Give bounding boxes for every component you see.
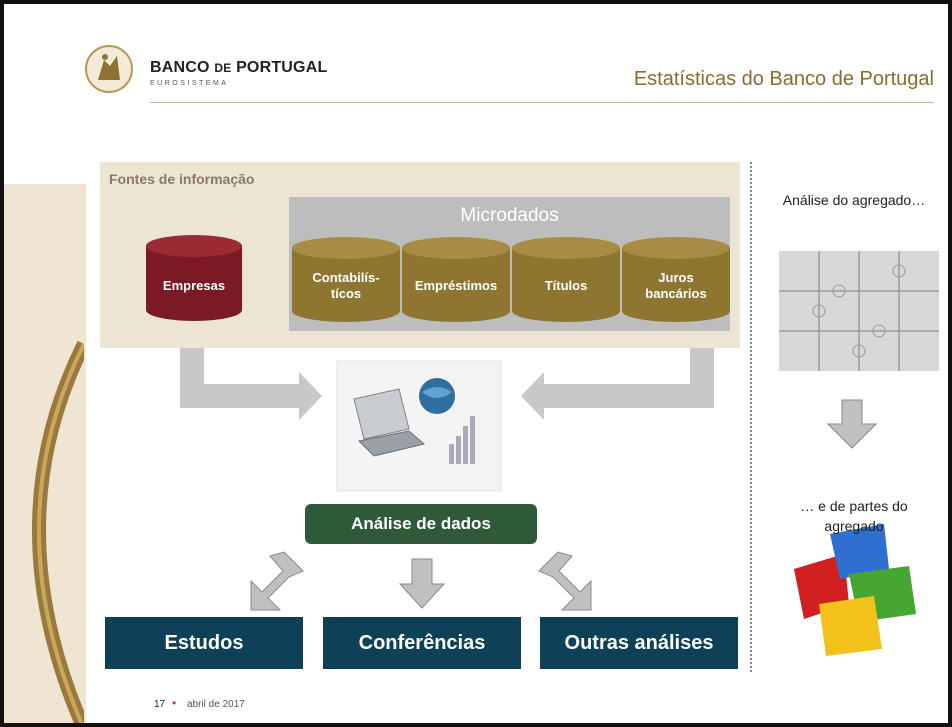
puzzle-color-icon — [794, 524, 916, 656]
arrow-down-icon — [826, 399, 878, 449]
bank-name-de: DE — [214, 61, 232, 75]
output-conferences: Conferências — [323, 617, 521, 669]
page-number: 17 — [154, 699, 166, 710]
microdata-db-icon — [402, 237, 510, 322]
database-cylinders — [146, 235, 939, 656]
footer-bullet: • — [172, 696, 177, 710]
puzzle-gray-icon — [779, 251, 939, 371]
company-db-label: Empresas — [162, 278, 226, 293]
aggregate-text: Análise do agregado… — [782, 192, 926, 208]
bank-name-part: PORTUGAL — [236, 59, 328, 76]
left-arc-decoration — [32, 340, 84, 723]
flow-arrow-left-icon — [521, 348, 714, 420]
microdata-db-icon — [622, 237, 730, 322]
analysis-label: Análise de dados — [305, 504, 537, 544]
arrow-down-icon — [398, 558, 446, 609]
microdata-item-label: Empréstimos — [414, 278, 498, 293]
slide-title: Estatísticas do Banco de Portugal — [633, 68, 934, 90]
arrow-down-left-icon — [250, 551, 304, 611]
bank-name-part: BANCO — [150, 59, 210, 76]
bank-name: BANCO DE PORTUGAL — [150, 59, 327, 77]
output-studies: Estudos — [105, 617, 303, 669]
header-divider — [150, 102, 934, 103]
sources-label: Fontes de informação — [109, 171, 255, 187]
microdata-db-icon — [512, 237, 620, 322]
company-db-icon — [146, 235, 242, 321]
output-other-analyses: Outras análises — [540, 617, 738, 669]
footer-date: abril de 2017 — [187, 699, 245, 710]
microdata-item-label: Juros bancários — [645, 270, 707, 301]
laptop-icon — [353, 388, 426, 457]
bank-logo-icon — [85, 45, 133, 93]
bank-subtitle: EUROSISTEMA — [150, 80, 229, 87]
bar-chart-icon — [449, 416, 475, 464]
globe-icon — [419, 378, 455, 414]
microdata-db-icon — [292, 237, 400, 322]
microdata-label: Microdados — [460, 205, 559, 226]
parts-text: … e de partes do agregado — [800, 498, 908, 534]
arrow-down-right-icon — [538, 551, 592, 611]
flow-arrow-right-icon — [180, 348, 322, 420]
microdata-item-label: Títulos — [544, 278, 588, 293]
microdata-item-label: Contabilís- tícos — [312, 270, 380, 301]
column-divider — [750, 162, 752, 672]
